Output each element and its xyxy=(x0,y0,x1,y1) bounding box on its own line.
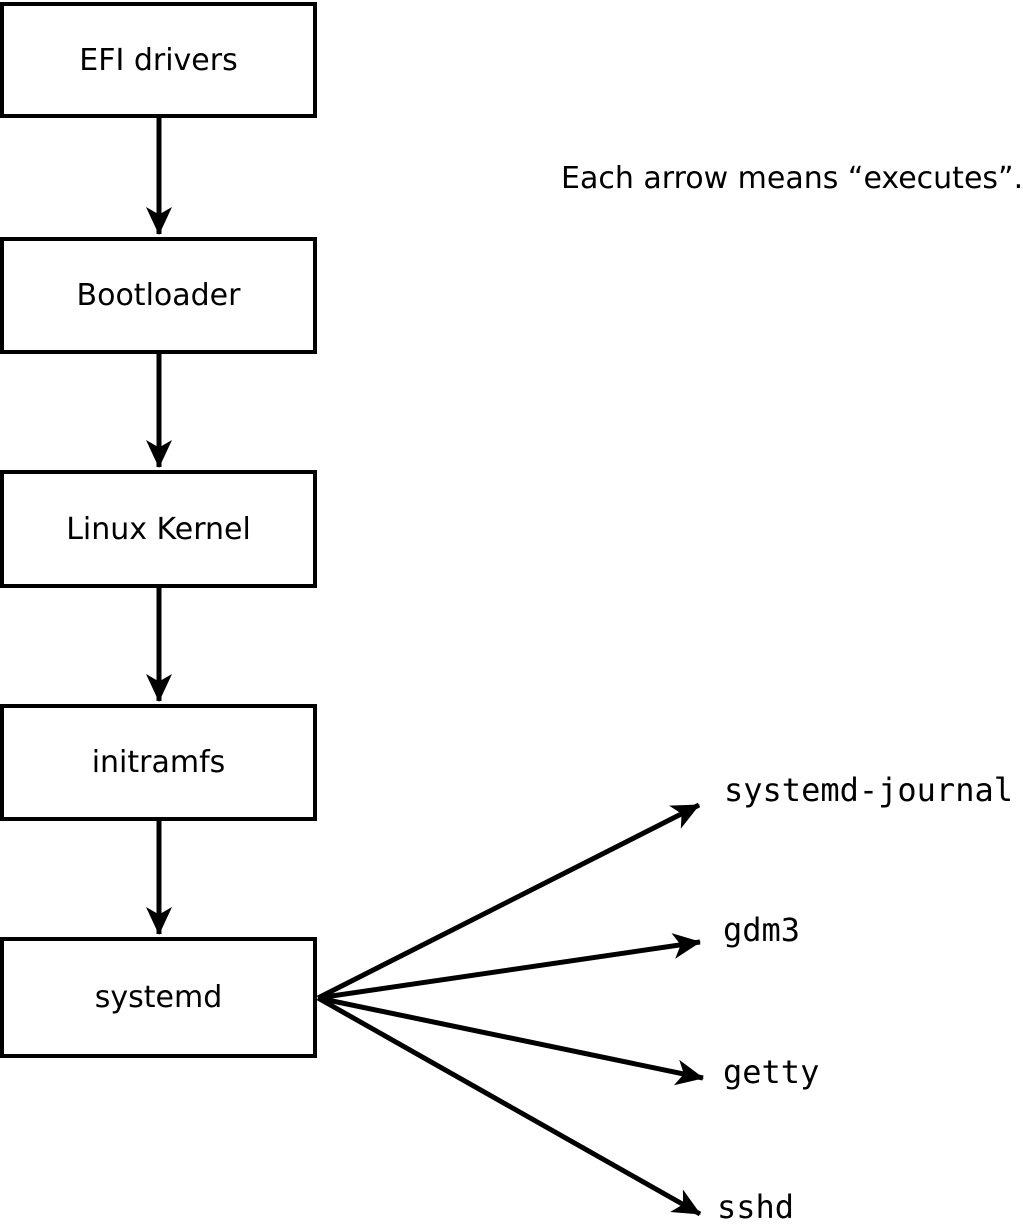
node-systemd: systemd xyxy=(0,937,317,1058)
proc-label-systemd-journal: systemd-journal xyxy=(724,771,1013,809)
arrow-systemd-to-getty xyxy=(317,995,704,1086)
node-bootloader: Bootloader xyxy=(0,237,317,354)
node-linux-kernel: Linux Kernel xyxy=(0,470,317,588)
node-initramfs: initramfs xyxy=(0,704,317,821)
node-label: systemd xyxy=(94,980,223,1015)
proc-label-getty: getty xyxy=(723,1053,820,1091)
node-label: initramfs xyxy=(91,745,226,780)
arrow-systemd-to-journal xyxy=(316,802,701,1001)
arrow-systemd-to-gdm3 xyxy=(317,933,701,1001)
node-label: Linux Kernel xyxy=(66,511,251,547)
node-efi-drivers: EFI drivers xyxy=(0,2,317,118)
node-label: EFI drivers xyxy=(79,42,238,78)
node-label: Bootloader xyxy=(76,278,241,313)
caption: Each arrow means “executes”. xyxy=(561,160,1023,196)
proc-label-gdm3: gdm3 xyxy=(723,911,801,949)
proc-label-sshd: sshd xyxy=(717,1188,795,1226)
arrow-systemd-to-sshd xyxy=(316,995,702,1217)
